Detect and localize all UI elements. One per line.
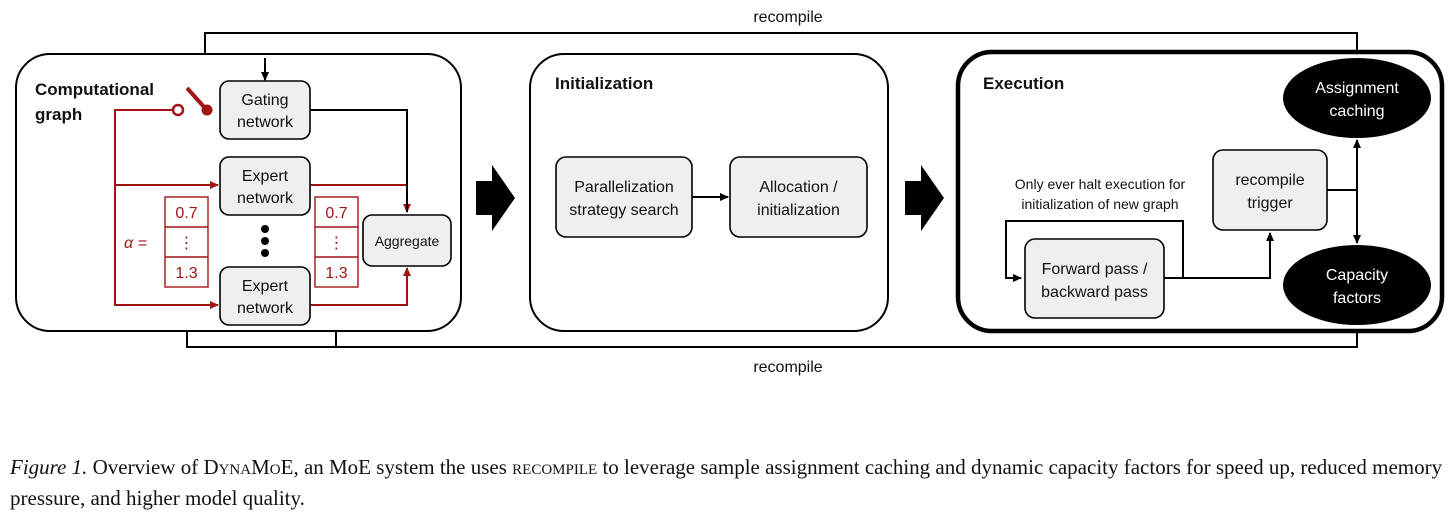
alpha-left-value-1: 0.7 xyxy=(175,205,197,222)
aggregate-box: Aggregate xyxy=(362,214,452,267)
recompile-bottom-label: recompile xyxy=(753,359,822,376)
expert2-label-1: Expert xyxy=(242,278,289,295)
expert1-label-1: Expert xyxy=(242,168,289,185)
panel1-title-line1: Computational xyxy=(35,80,154,99)
alpha-right-value-3: 1.3 xyxy=(325,265,347,282)
panel2-title: Initialization xyxy=(555,74,653,93)
alloc-label-2: initialization xyxy=(757,202,840,219)
alpha-left-value-2: ⋮ xyxy=(179,235,195,252)
expert-network-box-1: Expert network xyxy=(219,156,311,216)
search-label-1: Parallelization xyxy=(574,179,674,196)
forward-to-trigger-line xyxy=(1183,232,1274,279)
halt-note-line1: Only ever halt execution for xyxy=(1015,176,1186,192)
caption-text-1: Overview of xyxy=(87,455,204,479)
fwd-label-2: backward pass xyxy=(1041,284,1148,301)
alpha-left-value-3: 1.3 xyxy=(175,265,197,282)
capacity-label-1: Capacity xyxy=(1326,267,1388,284)
trigger-label-2: trigger xyxy=(1247,195,1293,212)
initialization-panel: Initialization Parallelization strategy … xyxy=(529,53,889,332)
computational-graph-panel: Computational graph Gating network Exper… xyxy=(15,53,462,332)
caption-recompile-word: recompile xyxy=(512,455,598,479)
gating-network-box: Gating network xyxy=(219,80,311,140)
execution-panel: Execution Only ever halt execution for i… xyxy=(955,49,1445,334)
more-experts-ellipsis xyxy=(261,225,269,257)
recompile-top-label: recompile xyxy=(753,9,822,26)
allocation-box: Allocation / initialization xyxy=(729,156,868,238)
alpha-vector-right: 0.7 ⋮ 1.3 xyxy=(314,196,359,288)
alloc-label-1: Allocation / xyxy=(759,179,838,196)
trigger-label-1: recompile xyxy=(1235,172,1304,189)
search-label-2: strategy search xyxy=(569,202,678,219)
expert1-label-2: network xyxy=(237,190,294,207)
alpha-right-value-2: ⋮ xyxy=(329,235,345,252)
assign-label-2: caching xyxy=(1329,103,1384,120)
alpha-right-value-1: 0.7 xyxy=(325,205,347,222)
caption-figure-label: Figure 1. xyxy=(10,455,88,479)
forward-pass-loop xyxy=(1005,220,1184,282)
aggregate-label: Aggregate xyxy=(375,233,440,249)
switch-icon xyxy=(171,86,213,117)
flow-arrow-icon-1 xyxy=(476,165,515,231)
forward-backward-box: Forward pass / backward pass xyxy=(1024,238,1165,319)
system-diagram: recompile recompile Computational graph … xyxy=(15,9,1445,376)
expert-network-box-2: Expert network xyxy=(219,266,311,326)
alpha-vector-left: 0.7 ⋮ 1.3 xyxy=(164,196,209,288)
recompile-trigger-box: recompile trigger xyxy=(1212,149,1328,231)
fwd-label-1: Forward pass / xyxy=(1042,261,1148,278)
panel1-title-line2: graph xyxy=(35,105,82,124)
gating-label-2: network xyxy=(237,114,294,131)
capacity-label-2: factors xyxy=(1333,290,1381,307)
trigger-to-ellipses-lines xyxy=(1327,139,1361,244)
assignment-caching-node: Assignment caching xyxy=(1283,58,1431,138)
assign-label-1: Assignment xyxy=(1315,80,1399,97)
figure-caption: Figure 1. Overview of DynaMoE, an MoE sy… xyxy=(10,452,1450,514)
gating-label-1: Gating xyxy=(241,92,288,109)
capacity-factors-node: Capacity factors xyxy=(1283,245,1431,325)
panel3-title: Execution xyxy=(983,74,1064,93)
halt-note-line2: initialization of new graph xyxy=(1021,196,1178,212)
caption-text-3: to leverage sample assignment caching an… xyxy=(10,455,1443,510)
gating-to-aggregate-line xyxy=(310,109,408,212)
expert2-label-2: network xyxy=(237,300,294,317)
caption-system-name: DynaMoE xyxy=(203,455,294,479)
strategy-search-box: Parallelization strategy search xyxy=(555,156,693,238)
caption-text-2: , an MoE system the uses xyxy=(293,455,513,479)
flow-arrow-icon-2 xyxy=(905,165,944,231)
alpha-label: α = xyxy=(124,235,147,252)
